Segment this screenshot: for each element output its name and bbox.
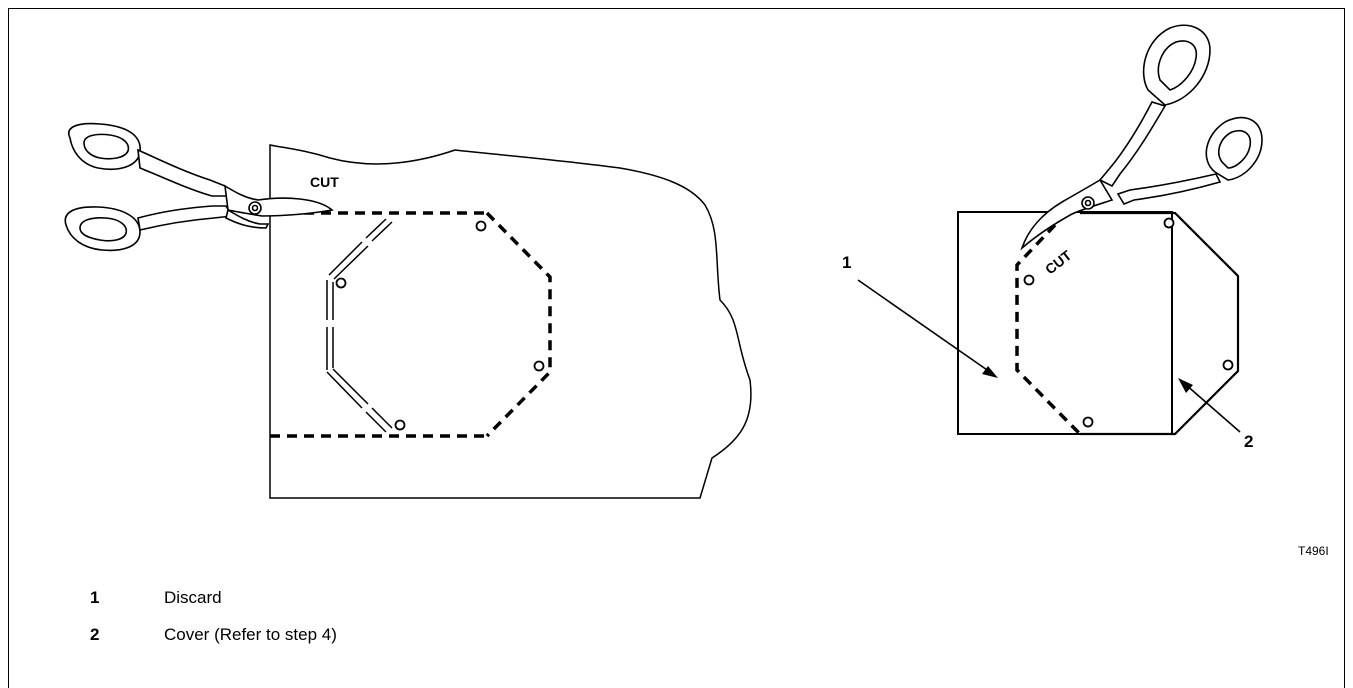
hole — [533, 360, 545, 372]
left-mounting-holes — [335, 220, 545, 431]
legend-number: 1 — [90, 588, 100, 607]
callout-1-leader — [857, 279, 991, 373]
left-cover-edges — [326, 218, 393, 433]
right-sheet-outline — [957, 211, 1173, 435]
legend-number: 2 — [90, 625, 100, 644]
hole — [1222, 359, 1234, 371]
hole — [1082, 416, 1094, 428]
legend-text: Discard — [164, 588, 222, 607]
right-cover-outline — [1080, 211, 1240, 436]
hole — [1023, 274, 1035, 286]
legend-text: Cover (Refer to step 4) — [164, 625, 337, 644]
figure-frame — [8, 8, 1345, 688]
left-sheet-outline — [269, 144, 752, 499]
right-mounting-holes — [1023, 217, 1234, 428]
hole — [1163, 217, 1175, 229]
right-cut-label: CUT — [1042, 247, 1075, 278]
left-tin-snips-icon — [64, 122, 334, 252]
callout-2-arrowhead — [1178, 378, 1193, 393]
callout-2-leader — [1184, 383, 1241, 433]
callout-1: 1 — [842, 253, 851, 272]
hole — [335, 277, 347, 289]
left-cut-label: CUT — [310, 174, 339, 190]
hole — [475, 220, 487, 232]
hole — [394, 419, 406, 431]
figure-id: T496I — [1298, 544, 1329, 558]
callout-2: 2 — [1244, 432, 1253, 451]
left-dashed-cut-lines — [270, 211, 552, 438]
right-tin-snips-icon — [1020, 24, 1263, 251]
callout-1-arrowhead — [982, 366, 998, 378]
right-dashed-cut-line — [1015, 223, 1082, 436]
